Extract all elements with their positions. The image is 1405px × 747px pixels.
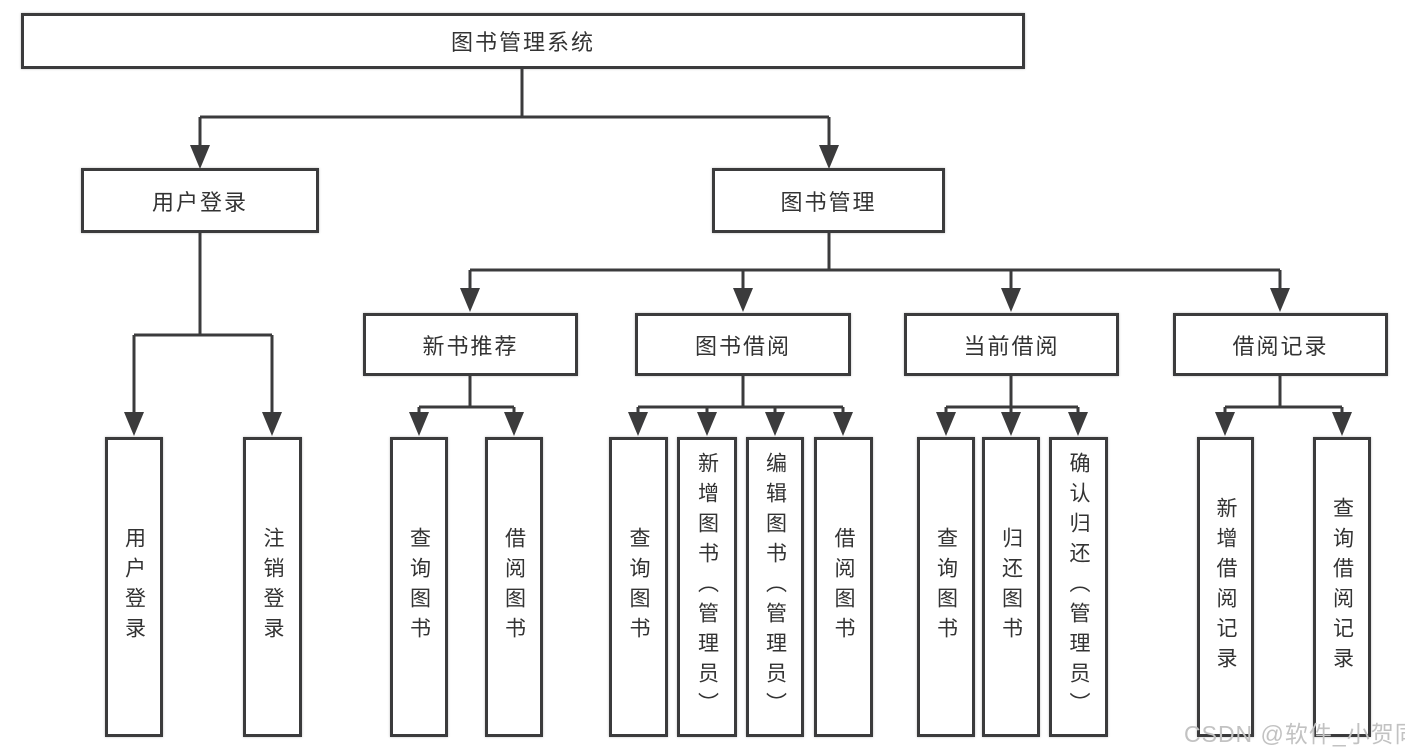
- leaf-borrow-books: 借阅图书: [814, 437, 873, 737]
- arrowhead: [1332, 412, 1352, 436]
- arrowhead: [765, 412, 785, 436]
- connector-root-to-level2: [198, 68, 831, 146]
- arrowhead: [1068, 412, 1088, 436]
- connector-currentborrow-to-leaves: [944, 376, 1080, 413]
- arrowhead: [262, 412, 282, 436]
- arrowhead: [1001, 288, 1021, 312]
- arrowhead: [124, 412, 144, 436]
- leaf-query-books-recommend: 查询图书: [390, 437, 448, 737]
- leaf-edit-book-admin: 编辑图书（管理员）: [746, 437, 804, 737]
- node-borrow-records: 借阅记录: [1173, 313, 1388, 376]
- arrowhead: [697, 412, 717, 436]
- arrowhead: [628, 412, 648, 436]
- arrowhead: [504, 412, 524, 436]
- node-new-book-recommend: 新书推荐: [363, 313, 578, 376]
- arrowhead: [1215, 412, 1235, 436]
- node-current-borrow: 当前借阅: [904, 313, 1119, 376]
- arrowhead: [1001, 412, 1021, 436]
- node-book-borrow: 图书借阅: [635, 313, 851, 376]
- leaf-add-borrow-record: 新增借阅记录: [1197, 437, 1254, 737]
- connector-bookmgmt-to-level3: [468, 233, 1282, 289]
- leaf-borrow-books-recommend: 借阅图书: [485, 437, 543, 737]
- arrowhead: [936, 412, 956, 436]
- node-book-management: 图书管理: [712, 168, 945, 233]
- node-root-library-system: 图书管理系统: [21, 13, 1025, 69]
- leaf-query-books-borrow: 查询图书: [609, 437, 668, 737]
- connector-newbook-to-leaves: [417, 376, 516, 413]
- leaf-query-borrow-record: 查询借阅记录: [1313, 437, 1371, 737]
- leaf-user-login: 用户登录: [105, 437, 163, 737]
- node-user-login: 用户登录: [81, 168, 319, 233]
- leaf-confirm-return-admin: 确认归还（管理员）: [1049, 437, 1108, 737]
- arrowhead: [409, 412, 429, 436]
- arrowhead: [460, 288, 480, 312]
- arrowhead: [833, 412, 853, 436]
- leaf-add-book-admin: 新增图书（管理员）: [677, 437, 737, 737]
- connector-bookborrow-to-leaves: [636, 376, 845, 413]
- arrowhead: [733, 288, 753, 312]
- leaf-query-books-current: 查询图书: [917, 437, 975, 737]
- leaf-return-book: 归还图书: [982, 437, 1040, 737]
- csdn-watermark: CSDN @软件_小贺同学: [1184, 721, 1405, 747]
- arrowhead: [819, 145, 839, 169]
- arrowhead: [1270, 288, 1290, 312]
- connector-userlogin-to-leaves: [132, 233, 274, 413]
- connector-borrowrecords-to-leaves: [1223, 376, 1344, 413]
- arrowhead: [190, 145, 210, 169]
- leaf-logout-login: 注销登录: [243, 437, 302, 737]
